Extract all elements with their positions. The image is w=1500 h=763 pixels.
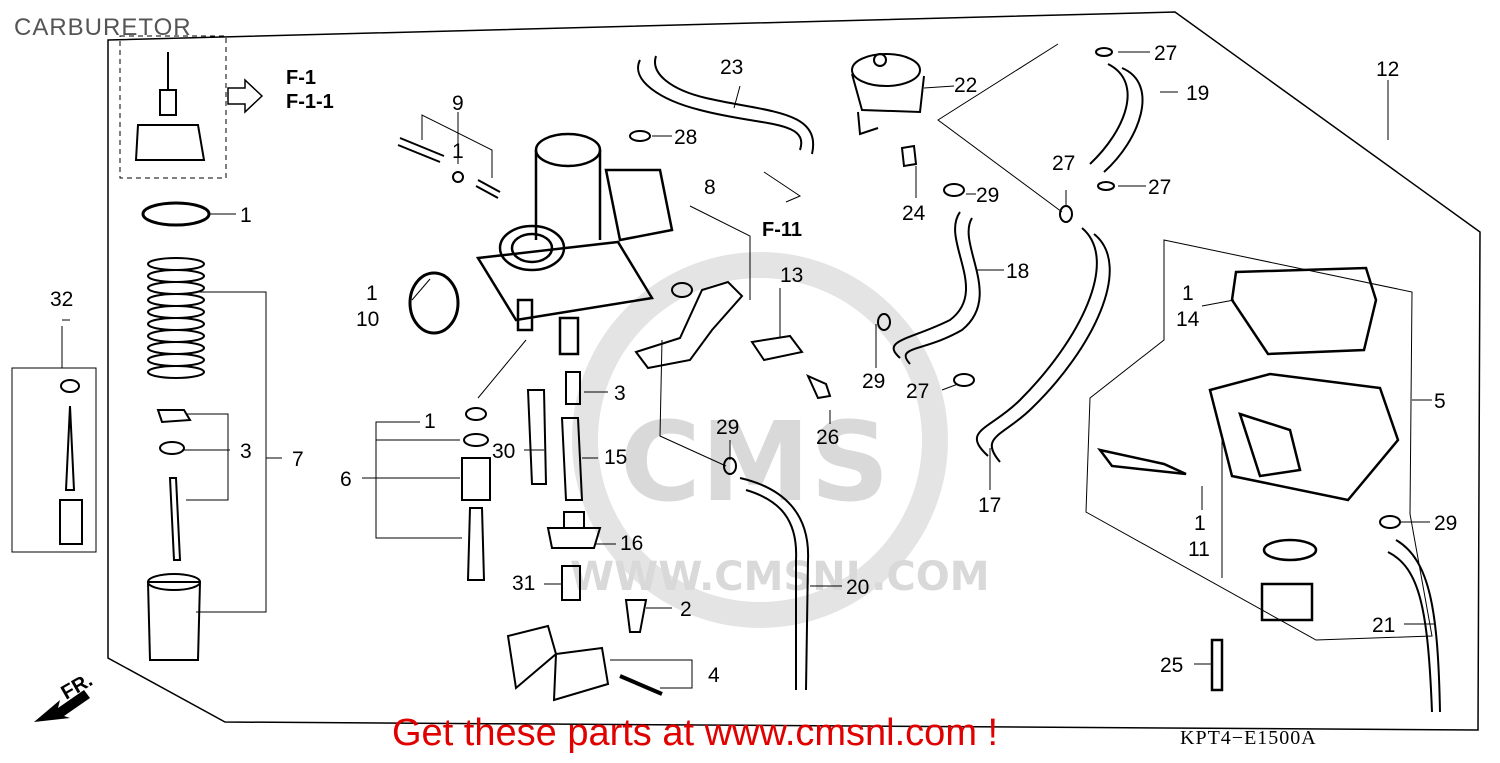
throttle-cable-inset [119, 35, 264, 179]
callout-3: 3 [614, 382, 626, 405]
callout-24: 24 [902, 202, 926, 225]
callout-1: 1 [366, 282, 378, 305]
callout-9: 9 [452, 92, 464, 115]
callout-27: 27 [1154, 42, 1177, 65]
callout-17: 17 [978, 494, 1001, 517]
callout-30: 30 [492, 440, 515, 463]
watermark-logo: CMS [620, 398, 889, 526]
float-chamber [1096, 266, 1400, 692]
callout-8: 8 [704, 176, 716, 199]
callout-3: 3 [240, 440, 252, 463]
ref-f1: F-1 [286, 67, 316, 89]
callout-27: 27 [906, 380, 929, 403]
leader-lines [62, 43, 1434, 665]
callout-1: 1 [1194, 512, 1206, 535]
callout-28: 28 [674, 126, 697, 149]
throttle-link [634, 280, 832, 400]
callout-1: 1 [240, 204, 252, 227]
float [506, 624, 663, 702]
assembly-frame [107, 11, 1481, 731]
needle-jet-inset [11, 326, 97, 553]
callout-12: 12 [1376, 58, 1399, 81]
callout-21: 21 [1372, 614, 1395, 637]
watermark: CMS WWW.CMSNL.COM [570, 252, 990, 628]
callout-13: 13 [780, 264, 803, 287]
callout-5: 5 [1434, 390, 1446, 413]
jet-parts [461, 371, 648, 633]
diagram-code: KPT4−E1500A [1180, 727, 1317, 749]
callout-1: 1 [424, 410, 436, 433]
callout-25: 25 [1160, 654, 1183, 677]
callout-27: 27 [1052, 152, 1075, 175]
throttle-valve-parts [141, 201, 211, 661]
callout-16: 16 [620, 532, 643, 555]
o-ring [408, 271, 460, 335]
hose-clips [629, 47, 1401, 529]
reference-arrow-icon [227, 78, 264, 114]
callout-18: 18 [1006, 260, 1029, 283]
callout-29: 29 [716, 416, 739, 439]
callout-20: 20 [846, 576, 869, 599]
callout-29: 29 [862, 370, 885, 393]
callout-2: 2 [680, 598, 692, 621]
ref-f11: F-11 [762, 219, 802, 241]
callout-23: 23 [720, 56, 743, 79]
callout-29: 29 [1434, 512, 1457, 535]
callout-26: 26 [816, 426, 839, 449]
callout-11: 11 [1188, 538, 1210, 561]
callout-29: 29 [976, 184, 999, 207]
callout-1: 1 [1182, 282, 1194, 305]
callout-31: 31 [512, 572, 535, 595]
hoses [637, 55, 1441, 713]
callout-14: 14 [1176, 308, 1200, 331]
callout-19: 19 [1186, 82, 1209, 105]
callout-22: 22 [954, 74, 977, 97]
callout-15: 15 [604, 446, 627, 469]
watermark-url: WWW.CMSNL.COM [570, 554, 990, 600]
callout-6: 6 [340, 468, 352, 491]
pilot-screw [397, 137, 501, 199]
callout-4: 4 [708, 664, 720, 687]
callout-27: 27 [1148, 176, 1171, 199]
callout-1: 1 [452, 140, 464, 163]
callout-10: 10 [356, 308, 379, 331]
callout-7: 7 [292, 448, 304, 471]
page-title: CARBURETOR [14, 14, 192, 41]
callout-numbers: 1 32 1 10 9 1 1 6 3 7 30 3 15 16 31 2 4 … [50, 42, 1457, 687]
air-cut-valve [851, 53, 925, 168]
promo-link[interactable]: Get these parts at www.cmsnl.com ! [392, 712, 999, 754]
front-direction-arrow-icon [34, 690, 90, 722]
callout-32: 32 [50, 288, 73, 311]
carburetor-body [475, 132, 674, 356]
ref-f1-1: F-1-1 [286, 91, 334, 113]
front-label: FR. [58, 669, 97, 704]
